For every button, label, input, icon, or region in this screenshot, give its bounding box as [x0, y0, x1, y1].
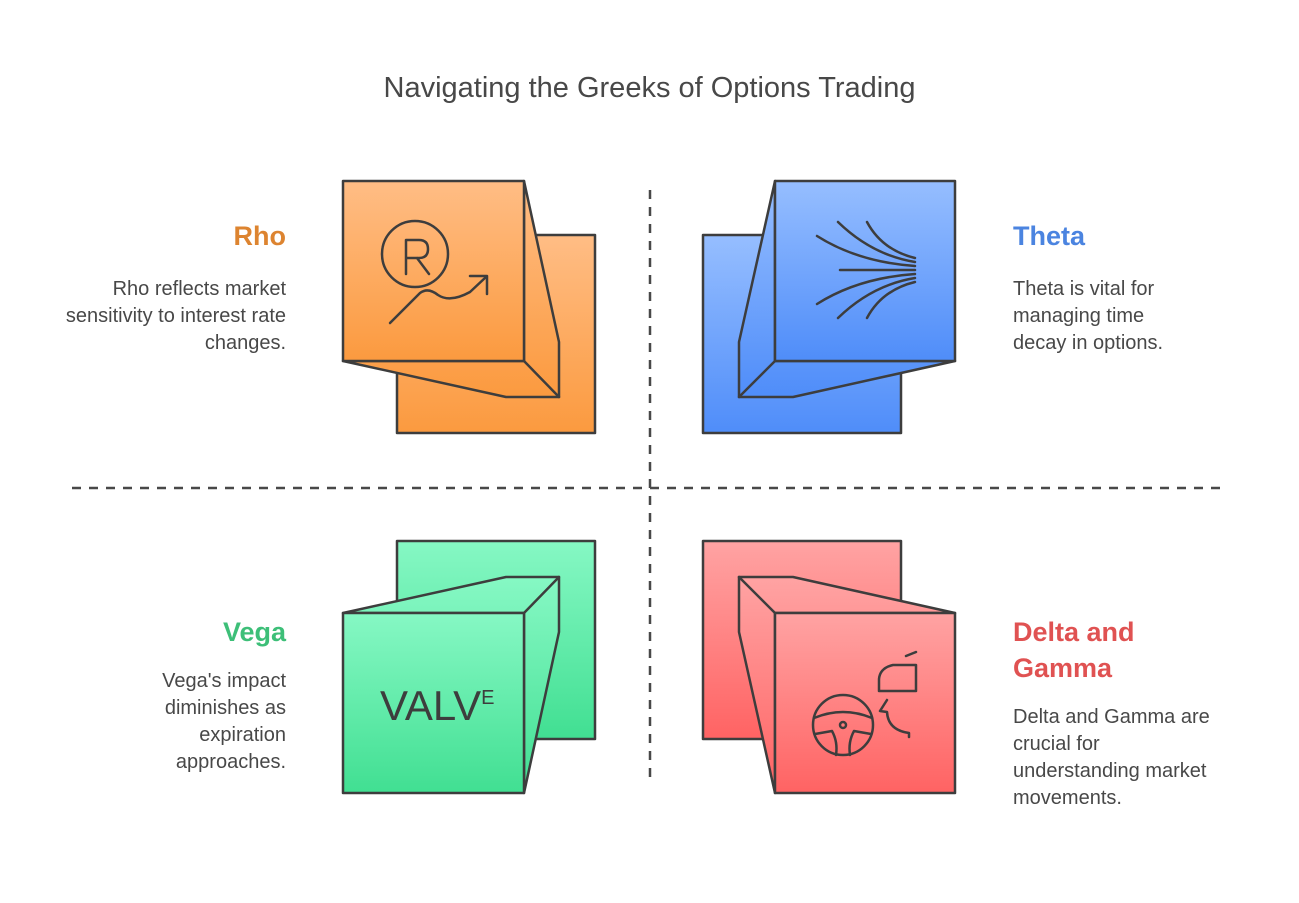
delta-gamma-box [701, 539, 957, 795]
rho-description: Rho reflects market sensitivity to inter… [65, 278, 286, 354]
vega-description: Vega's impact diminishes as expiration a… [162, 670, 286, 773]
r-trend-icon [380, 219, 489, 325]
vega-label: Vega [222, 617, 286, 647]
theta-box [701, 179, 957, 435]
theta-description: Theta is vital for managing time decay i… [1013, 278, 1164, 354]
valve-icon: VALVE [380, 682, 495, 729]
rho-label: Rho [233, 221, 286, 251]
steering-wheel-icon [811, 650, 918, 757]
flow-lines-icon [815, 220, 917, 320]
theta-label: Theta [1013, 221, 1086, 251]
page-title: Navigating the Greeks of Options Trading [383, 72, 916, 104]
vega-box [341, 539, 597, 795]
delta-gamma-description: Delta and Gamma are crucial for understa… [1013, 706, 1210, 809]
rho-box [341, 179, 597, 435]
delta-gamma-label: Delta and Gamma [1013, 617, 1135, 683]
